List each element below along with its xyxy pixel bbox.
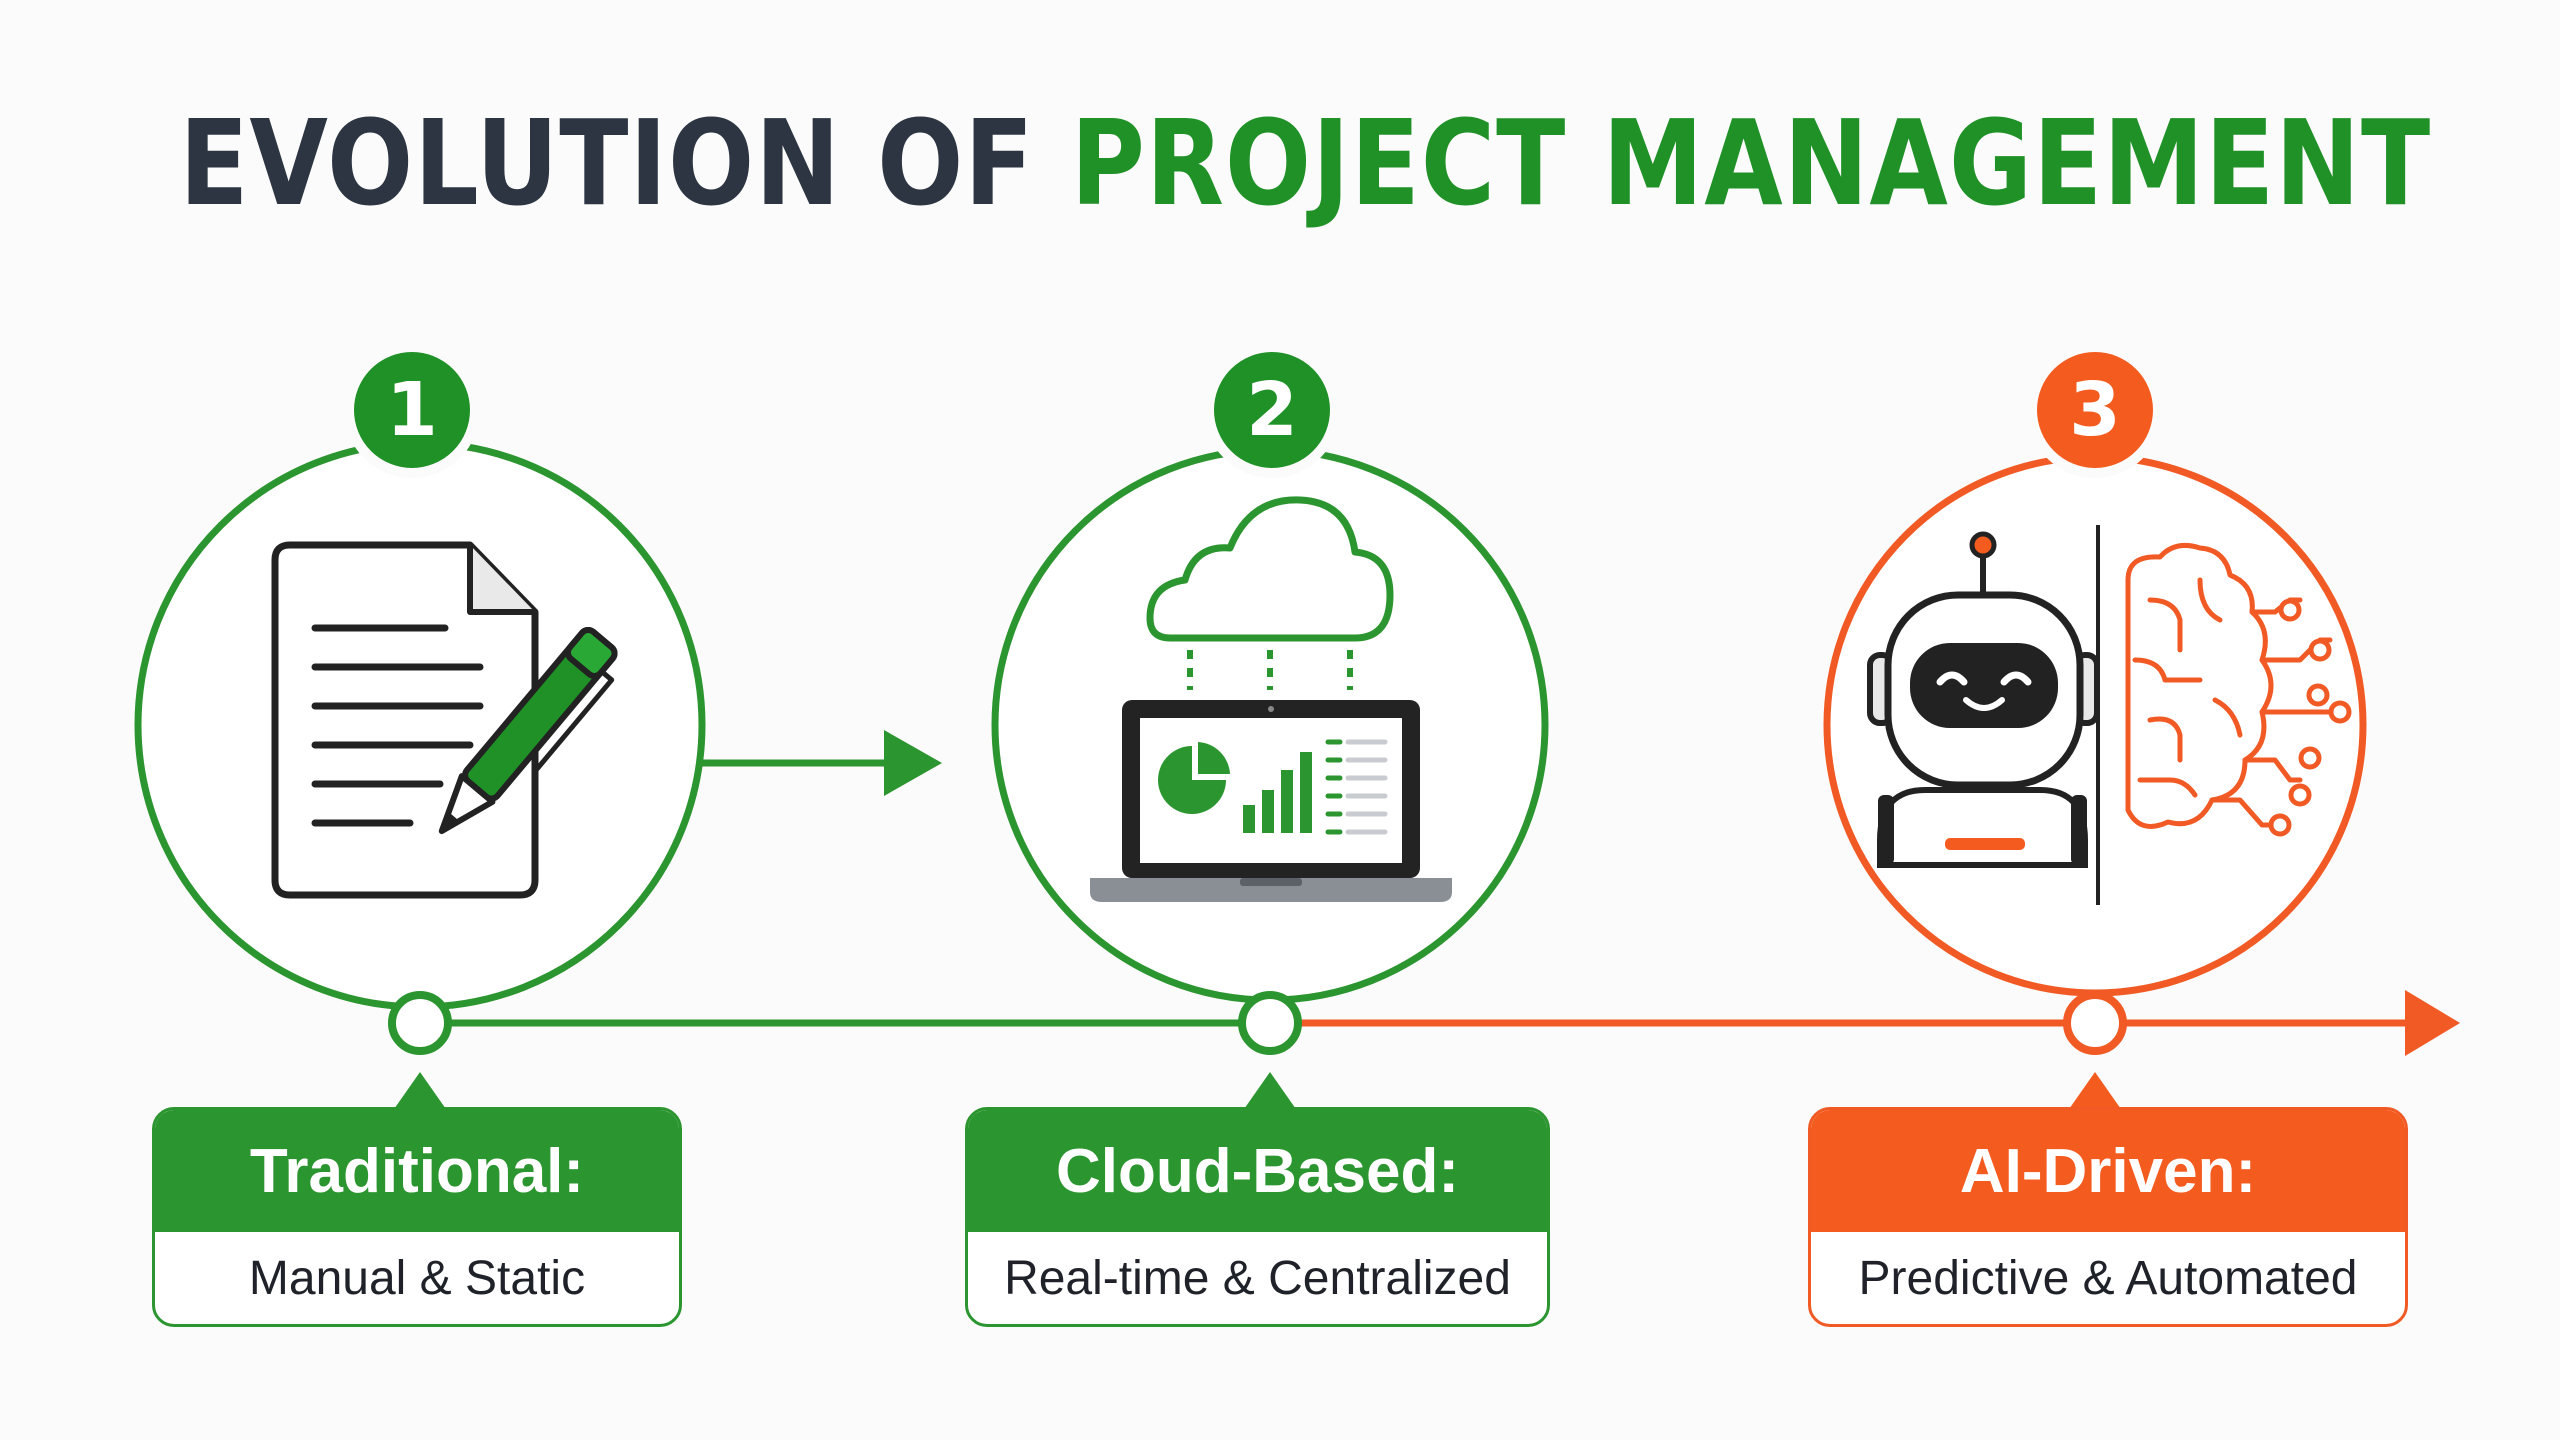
page-title: EVOLUTION OF PROJECT MANAGEMENT (179, 104, 2430, 222)
robot-and-ai-brain-icon (1867, 525, 2352, 905)
stage-2-number-badge: 2 (1204, 342, 1340, 478)
timeline-arrowhead (2405, 990, 2460, 1056)
stage-3-heading: AI-Driven: (1811, 1110, 2405, 1232)
timeline-node-3 (2063, 991, 2127, 1055)
title-part-2: PROJECT MANAGEMENT (1070, 94, 2432, 232)
label-2-pointer (1242, 1072, 1298, 1112)
stage-2-number: 2 (1246, 367, 1298, 453)
stage-1-heading: Traditional: (155, 1110, 679, 1232)
stage-2-description: Real-time & Centralized (1004, 1251, 1511, 1305)
label-1-pointer (392, 1072, 448, 1112)
stage-1-label: Traditional: Manual & Static (152, 1107, 682, 1327)
label-3-pointer (2067, 1072, 2123, 1112)
stage-1-description: Manual & Static (248, 1251, 586, 1305)
stage-2-label: Cloud-Based: Real-time & Centralized (965, 1107, 1550, 1327)
stage-3-number-badge: 3 (2027, 342, 2163, 478)
timeline-node-2 (1238, 991, 1302, 1055)
stage-1-number: 1 (386, 367, 438, 453)
stage-2-heading: Cloud-Based: (968, 1110, 1547, 1232)
stage-3-description: Predictive & Automated (1858, 1251, 2358, 1305)
stage-1-number-badge: 1 (344, 342, 480, 478)
stage-3-number: 3 (2069, 367, 2121, 453)
document-with-pen-icon (271, 541, 618, 899)
stage-3-label: AI-Driven: Predictive & Automated (1808, 1107, 2408, 1327)
title-part-1: EVOLUTION OF (179, 94, 1035, 232)
timeline-node-1 (388, 991, 452, 1055)
cloud-laptop-dashboard-icon (1090, 496, 1452, 902)
connector-arrowhead (884, 730, 942, 796)
